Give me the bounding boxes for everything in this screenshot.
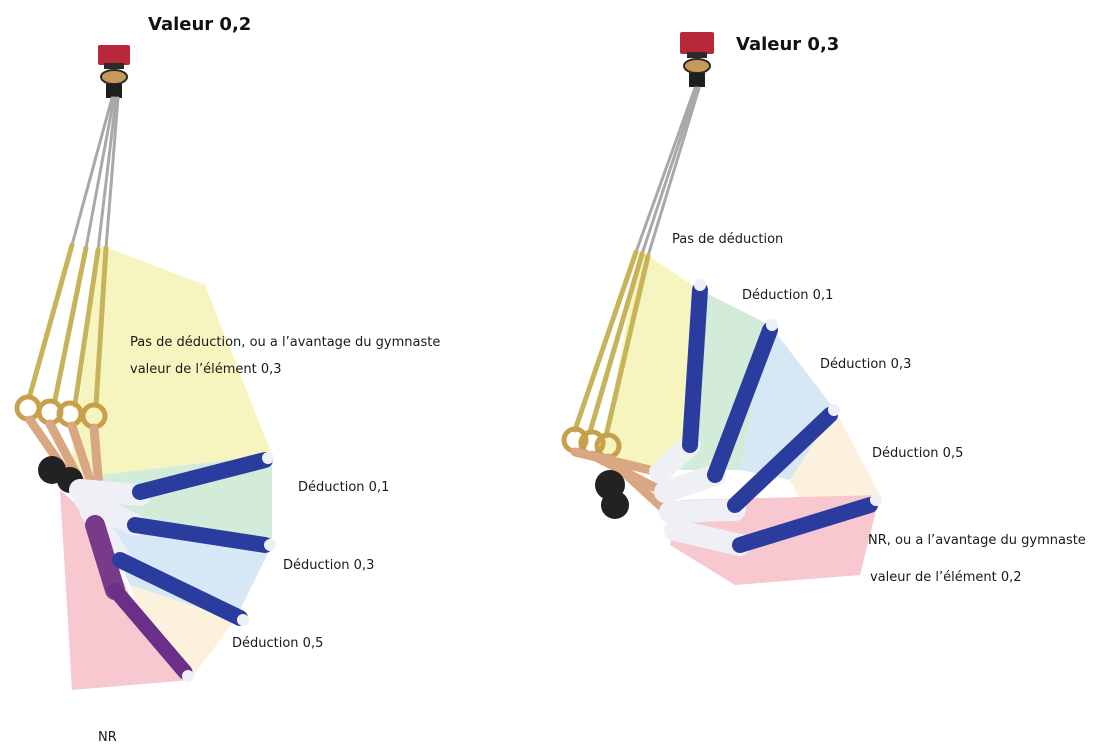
left-label-nr: NR bbox=[98, 730, 117, 746]
right-label-nr-line2: valeur de l’élément 0,2 bbox=[870, 570, 1022, 586]
left-title: Valeur 0,2 bbox=[148, 14, 251, 36]
left-label-no-deduction-line1: Pas de déduction, ou a l’avantage du gym… bbox=[130, 335, 440, 351]
left-ceiling-mount bbox=[98, 45, 130, 98]
right-label-deduction-0-1: Déduction 0,1 bbox=[742, 288, 833, 304]
right-label-deduction-0-3: Déduction 0,3 bbox=[820, 357, 911, 373]
left-label-deduction-0-1: Déduction 0,1 bbox=[298, 480, 389, 496]
right-label-nr-line1: NR, ou a l’avantage du gymnaste bbox=[868, 533, 1086, 549]
left-label-no-deduction-line2: valeur de l’élément 0,3 bbox=[130, 362, 282, 378]
right-label-no-deduction: Pas de déduction bbox=[672, 232, 783, 248]
right-ceiling-mount bbox=[680, 32, 714, 87]
left-label-deduction-0-5: Déduction 0,5 bbox=[232, 636, 323, 652]
right-cables bbox=[636, 88, 699, 256]
left-cables bbox=[72, 98, 118, 250]
right-title: Valeur 0,3 bbox=[736, 34, 839, 56]
right-label-deduction-0-5: Déduction 0,5 bbox=[872, 446, 963, 462]
left-label-deduction-0-3: Déduction 0,3 bbox=[283, 558, 374, 574]
right-diagram bbox=[564, 32, 882, 585]
